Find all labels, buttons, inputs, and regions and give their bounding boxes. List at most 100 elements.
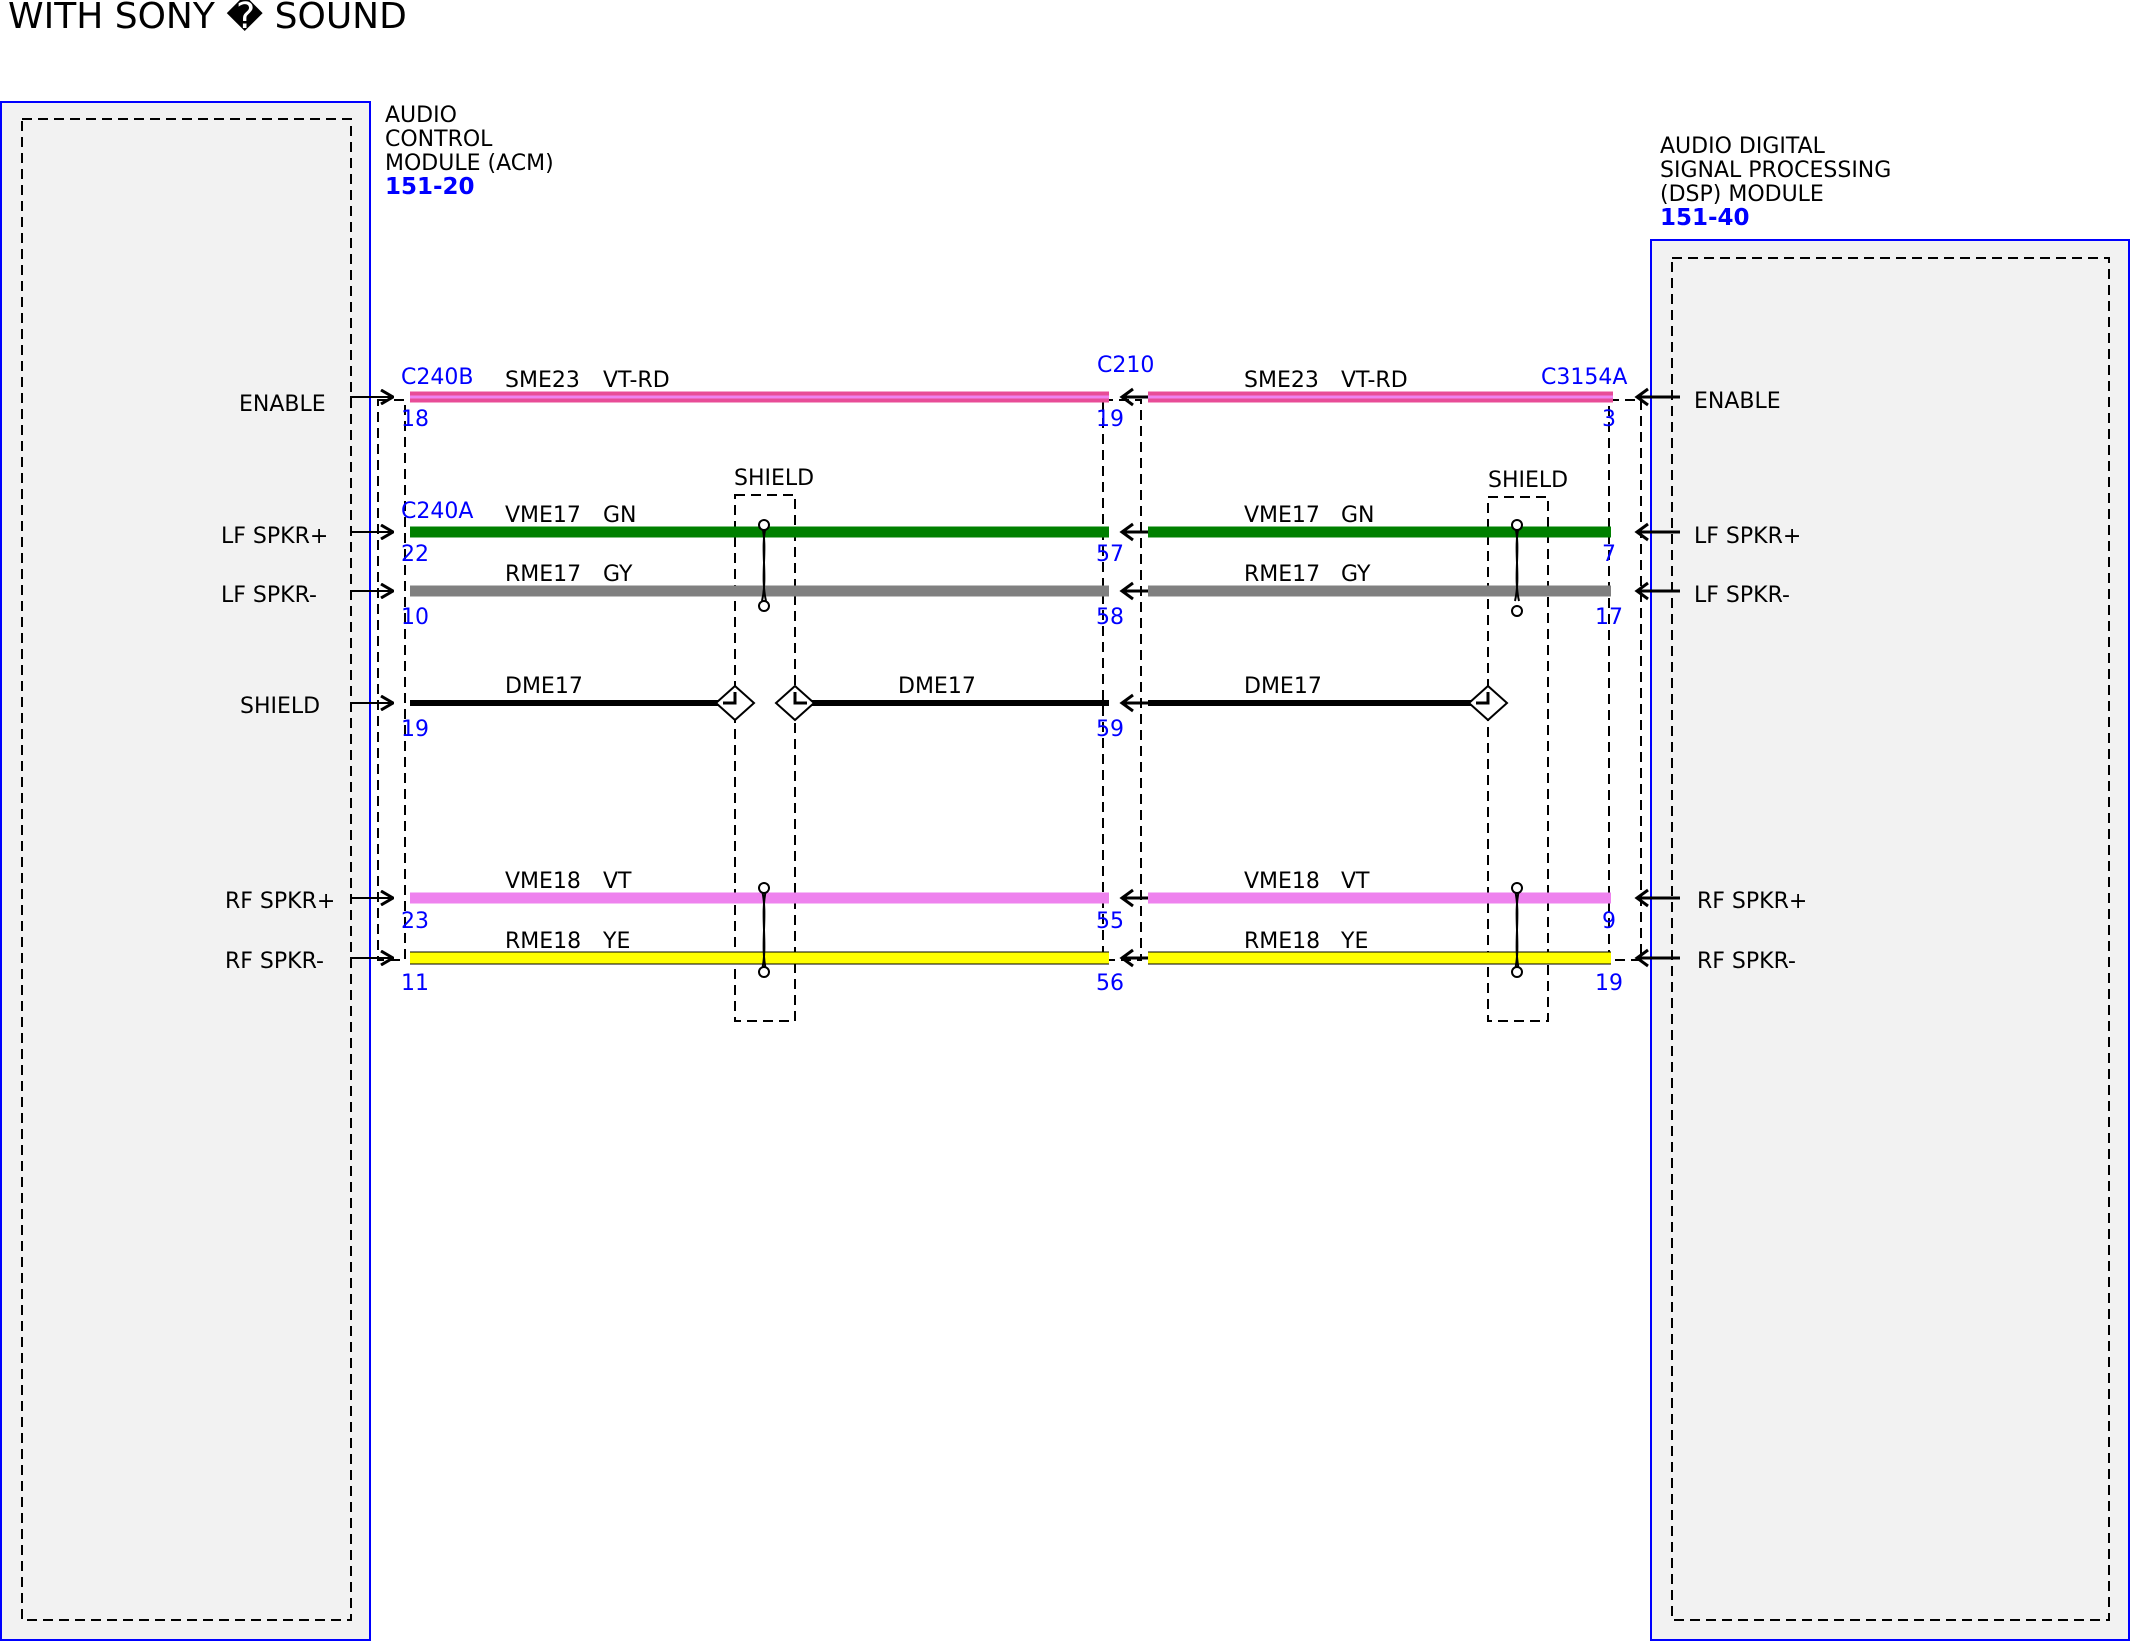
wire-circuit-label: RME18 bbox=[1244, 929, 1320, 954]
connector-labels: C240B C240A C210 C3154A bbox=[401, 353, 1627, 524]
dsp-pin-arrow bbox=[1634, 888, 1680, 908]
inline-pin-arrow bbox=[1119, 522, 1148, 542]
wire-circuit-label: DME17 bbox=[898, 674, 976, 699]
wire-color-label: VT-RD bbox=[603, 368, 670, 393]
inline-pin-number: 56 bbox=[1096, 971, 1124, 996]
inline-pin-number: 58 bbox=[1096, 605, 1124, 630]
acm-module-box bbox=[0, 101, 371, 1641]
connector-c3154a-label[interactable]: C3154A bbox=[1541, 365, 1627, 390]
twist-marker-rf-left bbox=[761, 889, 767, 971]
dsp-signal-rf-spkr-neg: RF SPKR- bbox=[1697, 949, 1796, 974]
acm-module-label: AUDIO CONTROL MODULE (ACM) 151-20 bbox=[385, 103, 554, 200]
twist-dot bbox=[1511, 966, 1523, 978]
wire-circuit-label: RME18 bbox=[505, 929, 581, 954]
inline-pin-number: 19 bbox=[1096, 407, 1124, 432]
twisted-pair-markers bbox=[758, 519, 1523, 978]
shield-label-left: SHIELD bbox=[734, 466, 814, 491]
wire-circuit-label: RME17 bbox=[505, 562, 581, 587]
wire-circuit-label: DME17 bbox=[505, 674, 583, 699]
dsp-signal-rf-spkr-pos: RF SPKR+ bbox=[1697, 889, 1807, 914]
acm-pin-number: 23 bbox=[401, 909, 429, 934]
shield-ground-mark bbox=[723, 692, 737, 705]
connector-c210-label[interactable]: C210 bbox=[1097, 353, 1154, 378]
inline-pin-number: 55 bbox=[1096, 909, 1124, 934]
twist-dot bbox=[1511, 519, 1523, 531]
acm-pin-number: 18 bbox=[401, 407, 429, 432]
wire-color-label: YE bbox=[602, 929, 630, 954]
circuit-shield[interactable]: SHIELD DME17 DME17 DME17 19 59 bbox=[240, 674, 1488, 742]
connector-c240a-label[interactable]: C240A bbox=[401, 499, 473, 524]
acm-pin-number: 22 bbox=[401, 542, 429, 567]
wire-circuit-label: DME17 bbox=[1244, 674, 1322, 699]
dsp-pin-arrow bbox=[1634, 522, 1680, 542]
acm-name-line-2: CONTROL bbox=[385, 127, 493, 152]
acm-signal-rf-spkr-pos: RF SPKR+ bbox=[225, 889, 335, 914]
acm-connector-outline bbox=[377, 399, 406, 961]
wire-color-label: GY bbox=[1341, 562, 1371, 587]
dsp-module-box bbox=[1650, 239, 2130, 1641]
acm-signal-lf-spkr-pos: LF SPKR+ bbox=[221, 524, 328, 549]
acm-pin-number: 10 bbox=[401, 605, 429, 630]
wire-color-label: VT-RD bbox=[1341, 368, 1408, 393]
shield-box-right bbox=[1487, 496, 1549, 1022]
acm-pin-number: 19 bbox=[401, 717, 429, 742]
diagram-title: WITH SONY � SOUND bbox=[8, 0, 407, 37]
inline-pin-number: 59 bbox=[1096, 717, 1124, 742]
connector-c240b-label[interactable]: C240B bbox=[401, 365, 473, 390]
wire-circuit-label: VME17 bbox=[505, 503, 581, 528]
circuit-enable[interactable]: ENABLE SME23 VT-RD SME23 VT-RD 18 19 3 E… bbox=[239, 368, 1781, 432]
shield-boxes: SHIELD SHIELD bbox=[734, 466, 1568, 1022]
inline-connector-outline bbox=[1102, 399, 1142, 961]
inline-pin-arrow bbox=[1119, 581, 1148, 601]
inline-pin-arrow bbox=[1119, 387, 1148, 407]
circuit-rf-spkr-pos[interactable]: RF SPKR+ VME18 VT VME18 VT 23 55 9 RF SP… bbox=[225, 869, 1807, 934]
dsp-module[interactable] bbox=[1650, 239, 2130, 1641]
dsp-name-line-1: AUDIO DIGITAL bbox=[1660, 134, 1826, 159]
wire-color-label: YE bbox=[1340, 929, 1368, 954]
dsp-pin-number: 19 bbox=[1595, 971, 1623, 996]
dsp-pin-number: 9 bbox=[1602, 909, 1616, 934]
dsp-signal-lf-spkr-neg: LF SPKR- bbox=[1694, 583, 1790, 608]
wire-circuit-label: SME23 bbox=[505, 368, 580, 393]
shield-ground-mark bbox=[793, 692, 807, 705]
acm-module-number[interactable]: 151-20 bbox=[385, 174, 475, 200]
twist-dot bbox=[758, 966, 770, 978]
dsp-signal-enable: ENABLE bbox=[1694, 389, 1781, 414]
circuit-lf-spkr-neg[interactable]: LF SPKR- RME17 GY RME17 GY 10 58 17 LF S… bbox=[221, 562, 1790, 630]
wire-circuit-label: SME23 bbox=[1244, 368, 1319, 393]
acm-module[interactable] bbox=[0, 101, 371, 1641]
wire-circuit-label: VME17 bbox=[1244, 503, 1320, 528]
acm-signal-enable: ENABLE bbox=[239, 392, 326, 417]
inline-pin-arrow bbox=[1119, 948, 1148, 968]
acm-module-inner-boundary bbox=[21, 118, 352, 1621]
acm-name-line-3: MODULE (ACM) bbox=[385, 151, 554, 176]
shield-label-right: SHIELD bbox=[1488, 468, 1568, 493]
dsp-pin-number: 17 bbox=[1595, 605, 1623, 630]
dsp-pin-arrow bbox=[1634, 581, 1680, 601]
twist-dot bbox=[758, 519, 770, 531]
inline-pin-number: 57 bbox=[1096, 542, 1124, 567]
dsp-name-line-3: (DSP) MODULE bbox=[1660, 182, 1824, 207]
dsp-module-number[interactable]: 151-40 bbox=[1660, 205, 1750, 231]
dsp-name-line-2: SIGNAL PROCESSING bbox=[1660, 158, 1891, 183]
twist-dot bbox=[758, 882, 770, 894]
wire-color-label: GN bbox=[1341, 503, 1375, 528]
inline-pin-arrow bbox=[1119, 693, 1148, 713]
acm-signal-rf-spkr-neg: RF SPKR- bbox=[225, 949, 324, 974]
twist-marker-lf-right bbox=[1514, 524, 1520, 602]
wire-color-label: VT bbox=[603, 869, 632, 894]
wire-circuit-label: RME17 bbox=[1244, 562, 1320, 587]
circuit-rf-spkr-neg[interactable]: RF SPKR- RME18 YE RME18 YE 11 56 19 RF S… bbox=[225, 929, 1796, 996]
twist-marker-lf-left bbox=[761, 524, 767, 602]
wire-color-label: GN bbox=[603, 503, 637, 528]
acm-name-line-1: AUDIO bbox=[385, 103, 457, 128]
circuit-lf-spkr-pos[interactable]: LF SPKR+ VME17 GN VME17 GN 22 57 7 LF SP… bbox=[221, 503, 1801, 567]
twist-dot bbox=[1511, 605, 1523, 617]
acm-pin-number: 11 bbox=[401, 971, 429, 996]
dsp-connector-outline bbox=[1608, 399, 1642, 961]
dsp-pin-number: 7 bbox=[1602, 542, 1616, 567]
wire-color-label: VT bbox=[1341, 869, 1370, 894]
dsp-pin-arrow bbox=[1634, 948, 1680, 968]
inline-pin-arrow bbox=[1119, 888, 1148, 908]
